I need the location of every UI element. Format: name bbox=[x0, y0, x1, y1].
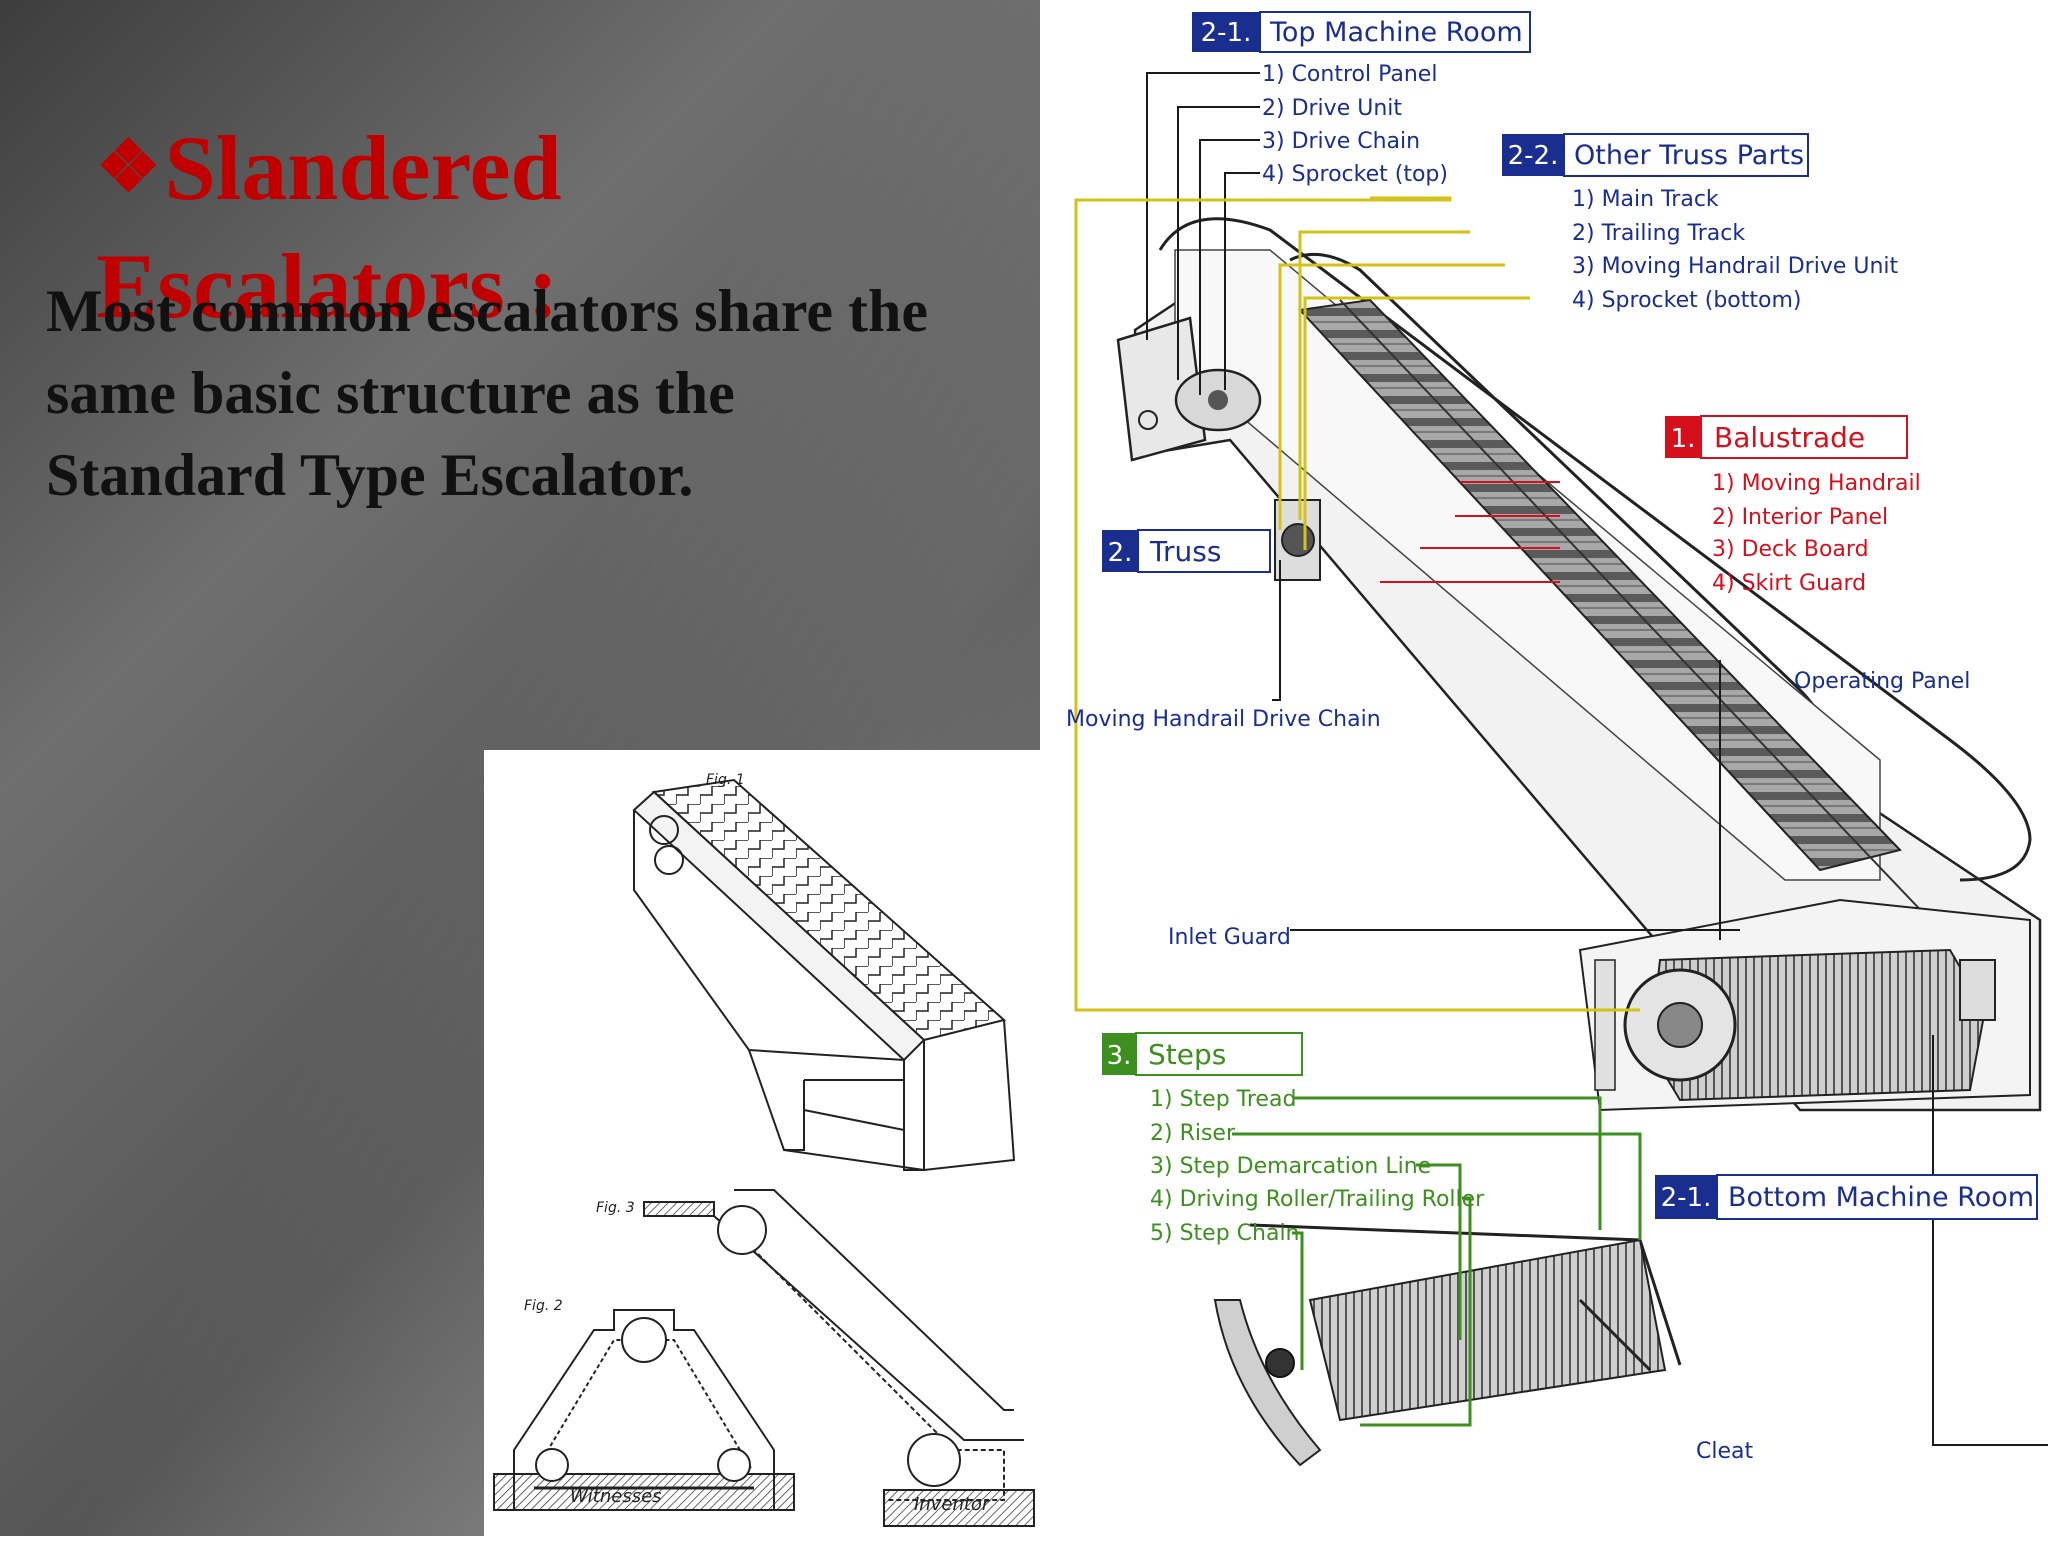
cleat-label: Cleat bbox=[1696, 1439, 1753, 1464]
steps-num: 3. bbox=[1107, 1041, 1132, 1071]
bottom-machine-room-title: Bottom Machine Room bbox=[1728, 1182, 2034, 1213]
steps-item-3: 3) Step Demarcation Line bbox=[1150, 1154, 1431, 1179]
balustrade-item-3: 3) Deck Board bbox=[1712, 537, 1869, 562]
steps-items: 1) Step Tread 2) Riser 3) Step Demarcati… bbox=[1150, 1087, 1485, 1246]
balustrade-label: 1. Balustrade bbox=[1665, 415, 1908, 459]
truss-item-2: 2) Trailing Track bbox=[1572, 221, 1745, 246]
top-machine-room-num: 2-1. bbox=[1201, 18, 1252, 48]
balustrade-item-4: 4) Skirt Guard bbox=[1712, 571, 1866, 596]
patent-drawing: Fig. 1 Fig. 2 Fig. 3 Witnesses Inventor bbox=[484, 750, 1040, 1536]
steps-leaders bbox=[1232, 1096, 1642, 1427]
top-item-2: 2) Drive Unit bbox=[1262, 96, 1402, 121]
escalator-illustration bbox=[1116, 217, 2042, 1467]
moving-handrail-drive-chain-label: Moving Handrail Drive Chain bbox=[1066, 707, 1381, 732]
other-truss-label: 2-2. Other Truss Parts bbox=[1502, 133, 1809, 177]
patent-figure-1 bbox=[632, 778, 1016, 1172]
steps-title: Steps bbox=[1148, 1038, 1226, 1071]
steps-item-4: 4) Driving Roller/Trailing Roller bbox=[1150, 1187, 1485, 1212]
truss-label: 2. Truss bbox=[1102, 529, 1271, 573]
escalator-diagram: 2-1. Top Machine Room 1) Control Panel 2… bbox=[1040, 0, 2048, 1536]
other-truss-num: 2-2. bbox=[1508, 141, 1559, 171]
other-truss-title: Other Truss Parts bbox=[1574, 140, 1804, 171]
top-machine-room-items: 1) Control Panel 2) Drive Unit 3) Drive … bbox=[1262, 62, 1448, 187]
truss-item-4: 4) Sprocket (bottom) bbox=[1572, 288, 1801, 313]
operating-panel-label: Operating Panel bbox=[1794, 669, 1970, 694]
truss-num: 2. bbox=[1108, 538, 1133, 568]
top-item-1: 1) Control Panel bbox=[1262, 62, 1437, 87]
balustrade-title: Balustrade bbox=[1714, 421, 1865, 454]
balustrade-item-1: 1) Moving Handrail bbox=[1712, 471, 1921, 496]
bottom-machine-room-label: 2-1. Bottom Machine Room bbox=[1655, 1174, 2038, 1220]
slide-body-text: Most common escalators share the same ba… bbox=[46, 278, 929, 508]
truss-title: Truss bbox=[1149, 535, 1221, 568]
escalator-diagram-svg: 2-1. Top Machine Room 1) Control Panel 2… bbox=[1066, 11, 2048, 1467]
patent-fig-2-label: Fig. 2 bbox=[524, 1298, 563, 1314]
patent-drawing-svg: Fig. 1 Fig. 2 Fig. 3 Witnesses Inventor bbox=[493, 772, 1035, 1527]
top-machine-room-label: 2-1. Top Machine Room bbox=[1192, 11, 1531, 53]
patent-witnesses: Witnesses bbox=[570, 1486, 662, 1507]
balustrade-leaders bbox=[1380, 481, 1560, 583]
bottom-machine-room-num: 2-1. bbox=[1661, 1183, 1712, 1213]
balustrade-item-2: 2) Interior Panel bbox=[1712, 505, 1888, 530]
top-machine-room-title: Top Machine Room bbox=[1269, 17, 1523, 48]
truss-item-3: 3) Moving Handrail Drive Unit bbox=[1572, 254, 1899, 279]
slide-title-text: Slandered Escalators : bbox=[96, 117, 562, 337]
patent-figure-2 bbox=[493, 1309, 795, 1511]
other-truss-leaders bbox=[1074, 196, 1640, 1012]
top-item-3: 3) Drive Chain bbox=[1262, 129, 1420, 154]
steps-item-2: 2) Riser bbox=[1150, 1121, 1236, 1146]
slide-title: ❖Slandered Escalators : bbox=[96, 108, 696, 345]
balustrade-items: 1) Moving Handrail 2) Interior Panel 3) … bbox=[1712, 471, 1921, 596]
truss-item-1: 1) Main Track bbox=[1572, 187, 1719, 212]
steps-label: 3. Steps bbox=[1102, 1032, 1303, 1076]
balustrade-num: 1. bbox=[1671, 424, 1696, 454]
steps-item-5: 5) Step Chain bbox=[1150, 1221, 1300, 1246]
other-truss-items: 1) Main Track 2) Trailing Track 3) Movin… bbox=[1572, 187, 1899, 313]
inlet-guard-label: Inlet Guard bbox=[1168, 925, 1291, 950]
steps-item-1: 1) Step Tread bbox=[1150, 1087, 1296, 1112]
patent-fig-3-label: Fig. 3 bbox=[596, 1200, 635, 1216]
diamond-bullet-icon: ❖ bbox=[96, 127, 161, 207]
patent-fig-1-label: Fig. 1 bbox=[706, 772, 745, 788]
top-item-4: 4) Sprocket (top) bbox=[1262, 162, 1448, 187]
patent-inventor: Inventor bbox=[914, 1494, 991, 1515]
top-machine-room-leaders bbox=[1146, 72, 2048, 1446]
patent-figure-3 bbox=[643, 1189, 1035, 1527]
